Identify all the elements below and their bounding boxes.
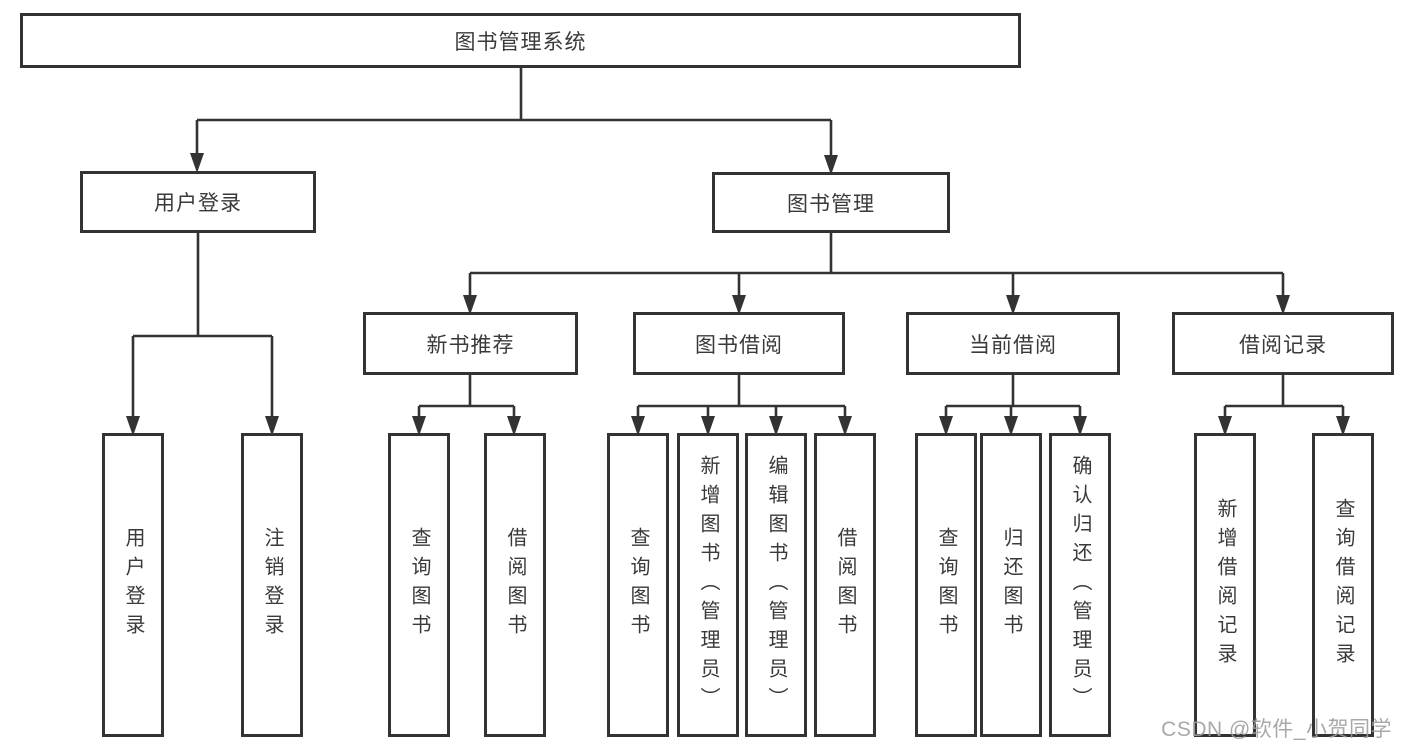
node-label: 查询图书: [627, 527, 649, 643]
node-label: 归还图书: [1000, 527, 1022, 643]
leaf-add-borrow-record: 新增借阅记录: [1194, 433, 1256, 737]
leaf-return-books: 归还图书: [980, 433, 1042, 737]
leaf-query-books-recommend: 查询图书: [388, 433, 450, 737]
leaf-query-borrow-record: 查询借阅记录: [1312, 433, 1374, 737]
node-label: 借阅记录: [1239, 333, 1327, 357]
node-label: 图书借阅: [695, 333, 783, 357]
node-label: 新增图书（管理员）: [697, 454, 719, 716]
node-label: 用户登录: [122, 527, 144, 643]
leaf-borrow-books-recommend: 借阅图书: [484, 433, 546, 737]
node-label: 编辑图书（管理员）: [765, 454, 787, 716]
node-label: 图书管理系统: [454, 30, 587, 54]
node-current-borrowing: 当前借阅: [906, 312, 1120, 375]
leaf-add-books-admin: 新增图书（管理员）: [677, 433, 739, 737]
arrowheads: [126, 153, 1350, 436]
leaf-confirm-return-admin: 确认归还（管理员）: [1049, 433, 1111, 737]
node-label: 新书推荐: [426, 333, 515, 357]
node-label: 当前借阅: [969, 333, 1057, 357]
node-user-login: 用户登录: [80, 171, 316, 233]
leaf-query-books-current: 查询图书: [915, 433, 977, 737]
leaf-user-login: 用户登录: [102, 433, 164, 737]
node-label: 查询图书: [935, 527, 957, 643]
node-label: 查询借阅记录: [1332, 498, 1354, 672]
node-label: 借阅图书: [834, 527, 856, 643]
leaf-logout: 注销登录: [241, 433, 303, 737]
leaf-edit-books-admin: 编辑图书（管理员）: [745, 433, 807, 737]
node-label: 确认归还（管理员）: [1069, 454, 1091, 716]
node-label: 借阅图书: [504, 527, 526, 643]
node-book-management: 图书管理: [712, 172, 950, 233]
node-new-book-recommend: 新书推荐: [363, 312, 578, 375]
node-label: 注销登录: [261, 527, 283, 643]
node-label: 查询图书: [408, 527, 430, 643]
node-library-system: 图书管理系统: [20, 13, 1021, 68]
node-borrowing-records: 借阅记录: [1172, 312, 1394, 375]
leaf-borrow-books-borrowing: 借阅图书: [814, 433, 876, 737]
leaf-query-books-borrowing: 查询图书: [607, 433, 669, 737]
node-label: 新增借阅记录: [1214, 498, 1236, 672]
node-label: 图书管理: [787, 192, 875, 216]
node-label: 用户登录: [154, 192, 242, 215]
csdn-watermark: CSDN @软件_小贺同学: [1161, 718, 1392, 741]
node-book-borrowing: 图书借阅: [633, 312, 845, 375]
